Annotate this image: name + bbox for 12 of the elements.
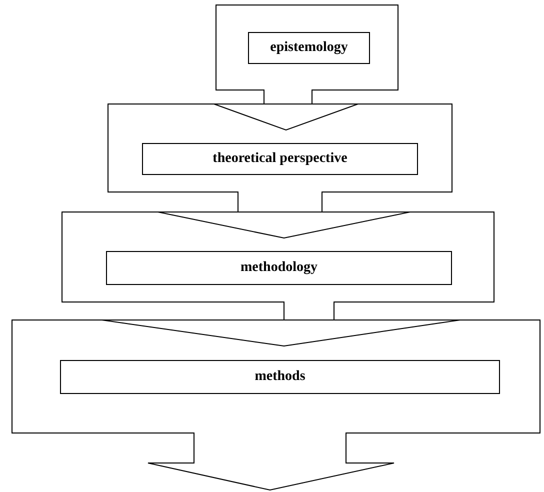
arrow-shape: [108, 104, 452, 238]
box-label: methodology: [240, 260, 318, 276]
label-box: [142, 143, 418, 175]
label-box: [248, 32, 370, 64]
box-label: epistemology: [270, 40, 348, 56]
arrow-shape: [214, 5, 398, 130]
arrow-shape: [62, 212, 494, 346]
label-box: [60, 360, 500, 394]
box-label: methods: [254, 369, 306, 385]
label-box: [106, 251, 452, 285]
box-label: theoretical perspective: [212, 151, 348, 167]
arrow-shape: [12, 320, 540, 490]
